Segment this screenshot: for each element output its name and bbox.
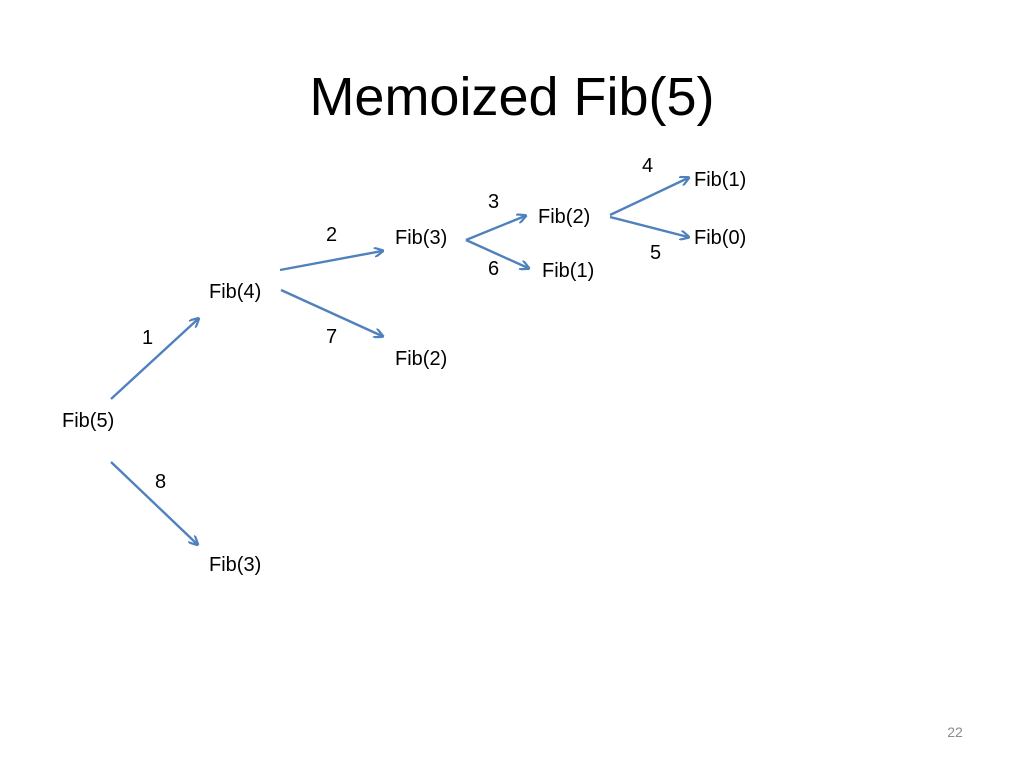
edge-order-label-7: 7 [326,326,338,348]
node-fib4: Fib(4) [209,281,262,303]
node-fib3-bottom: Fib(3) [209,554,262,576]
edge-order-label-3: 3 [488,191,500,213]
edge-fib2-fib0 [609,215,688,237]
edge-order-label-1: 1 [142,327,154,349]
edge-order-label-2: 2 [326,224,338,246]
slide-title: Memoized Fib(5) [309,67,715,127]
node-fib2-under-fib4: Fib(2) [395,348,448,370]
edge-fib2-fib1 [609,178,688,217]
node-fib1-under-fib3: Fib(1) [542,260,595,282]
edge-order-label-5: 5 [650,242,662,264]
node-fib3-top: Fib(3) [395,227,448,249]
edge-order-label-6: 6 [488,258,500,280]
edge-order-label-8: 8 [155,471,167,493]
node-fib5: Fib(5) [62,410,115,432]
page-number: 22 [947,724,963,740]
edge-fib4-fib3 [279,251,382,272]
node-fib1-under-fib2: Fib(1) [694,169,747,191]
node-fib2-under-fib3: Fib(2) [538,206,591,228]
edge-fib3-fib1 [465,238,528,268]
edge-fib5-fib3 [110,461,197,544]
node-fib0-under-fib2: Fib(0) [694,227,747,249]
edge-fib3-fib2 [465,216,525,242]
edge-fib5-fib4 [110,319,198,400]
edge-order-label-4: 4 [642,155,654,177]
edge-fib4-fib2 [280,288,382,336]
